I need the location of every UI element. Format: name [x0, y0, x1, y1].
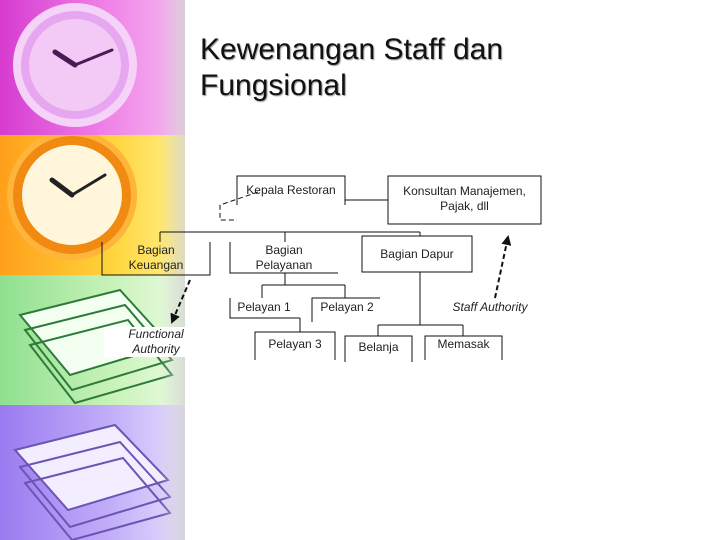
arrow-functional-authority — [172, 280, 190, 322]
node-bagian-dapur: Bagian Dapur — [362, 247, 472, 262]
node-konsultan: Konsultan Manajemen, Pajak, dll — [388, 184, 541, 214]
node-memasak: Memasak — [425, 337, 502, 352]
label-functional-authority: Functional Authority — [104, 327, 208, 357]
line-level2-drops — [160, 232, 420, 242]
node-pelayan-1: Pelayan 1 — [225, 300, 303, 315]
line-pelayanan-staff — [262, 273, 345, 298]
node-bagian-keuangan: Bagian Keuangan — [102, 243, 210, 273]
node-bagian-pelayanan: Bagian Pelayanan — [230, 243, 338, 273]
arrow-staff-authority — [495, 237, 508, 298]
node-belanja: Belanja — [345, 340, 412, 355]
label-staff-authority: Staff Authority — [440, 300, 540, 315]
node-pelayan-2: Pelayan 2 — [312, 300, 382, 315]
node-pelayan-3: Pelayan 3 — [255, 337, 335, 352]
node-kepala-restoran: Kepala Restoran — [237, 183, 345, 198]
